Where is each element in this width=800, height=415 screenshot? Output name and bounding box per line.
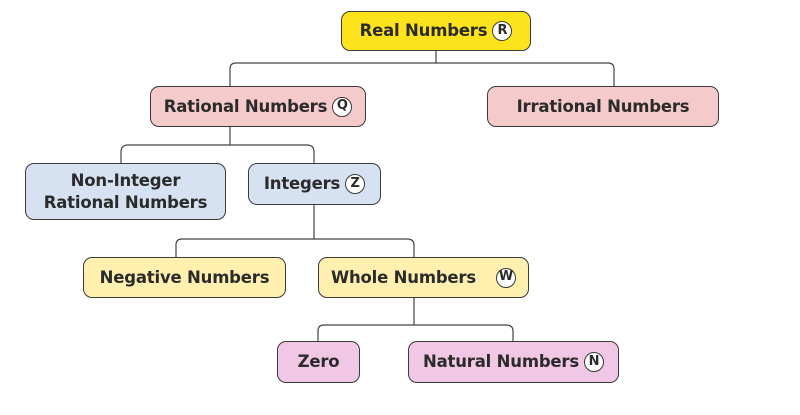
non-integer-line-2: Rational Numbers	[43, 192, 208, 212]
non-integer-line-1: Non-Integer	[70, 171, 181, 191]
edge-whole-to-natural	[414, 324, 514, 341]
node-natural-numbers: Natural Numbers N	[408, 341, 619, 383]
edge-real-to-rational	[229, 50, 437, 86]
edge-real-to-irrational	[436, 62, 615, 86]
edge-integers-to-whole	[314, 238, 415, 257]
rational-symbol-badge: Q	[332, 96, 353, 117]
node-real-numbers: Real Numbers R	[341, 11, 531, 51]
real-symbol-badge: R	[492, 21, 513, 41]
node-whole-numbers: Whole Numbers W	[318, 257, 529, 298]
natural-symbol-badge: N	[583, 352, 604, 372]
node-zero-label: Zero	[297, 352, 340, 372]
edge-rational-to-noninteger	[120, 126, 231, 163]
node-natural-numbers-label: Natural Numbers	[423, 352, 579, 372]
node-negative-numbers-label: Negative Numbers	[99, 267, 270, 287]
node-non-integer-rational-numbers: Non-Integer Rational Numbers	[25, 163, 226, 220]
node-rational-numbers: Rational Numbers Q	[150, 86, 366, 127]
node-real-numbers-label: Real Numbers	[359, 21, 488, 41]
node-irrational-numbers-label: Irrational Numbers	[516, 96, 690, 116]
edge-rational-to-integers	[230, 144, 315, 163]
edge-whole-to-zero	[317, 298, 415, 341]
node-irrational-numbers: Irrational Numbers	[487, 86, 719, 127]
node-integers-label: Integers	[263, 174, 341, 194]
node-rational-numbers-label: Rational Numbers	[163, 96, 328, 116]
node-negative-numbers: Negative Numbers	[83, 257, 286, 298]
node-zero: Zero	[277, 341, 360, 383]
node-whole-numbers-label: Whole Numbers	[331, 267, 476, 287]
edge-integers-to-negative	[175, 204, 315, 257]
node-integers: Integers Z	[248, 163, 381, 205]
whole-symbol-badge: W	[495, 267, 516, 288]
integers-symbol-badge: Z	[345, 174, 366, 194]
